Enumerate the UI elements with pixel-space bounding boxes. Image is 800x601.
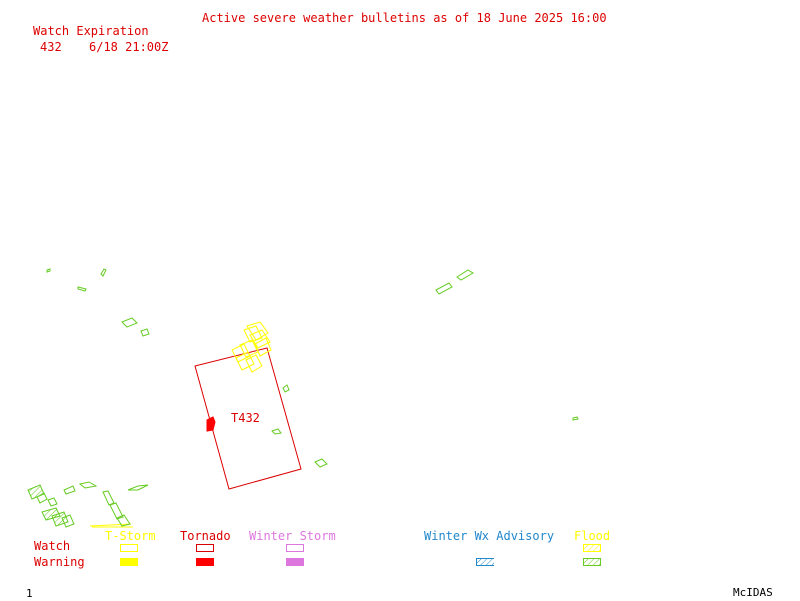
watch-expiration-time: 6/18 21:00Z [89, 40, 169, 54]
yellow-warning-cluster [89, 321, 272, 528]
tornado-warning-polygon [206, 416, 216, 432]
legend-flood-label: Flood [574, 529, 611, 543]
watch-number: 432 [40, 40, 62, 54]
legend-watch-row-label: Watch [34, 539, 71, 553]
tstorm-warning-swatch [120, 558, 138, 566]
flood-warning-polygons [27, 268, 579, 528]
tstorm-watch-swatch [120, 544, 138, 552]
frame-number: 1 [26, 587, 33, 600]
tornado-warning-swatch [196, 558, 214, 566]
watch-expiration-label: Watch Expiration [33, 24, 149, 38]
software-label: McIDAS [733, 586, 773, 599]
winter-storm-warning-swatch [286, 558, 304, 566]
bulletin-title: Active severe weather bulletins as of 18… [202, 11, 607, 25]
legend-winter-storm-label: Winter Storm [249, 529, 336, 543]
flood-warning-swatch [583, 558, 601, 566]
flood-watch-swatch [583, 544, 601, 552]
tornado-watch-swatch [196, 544, 214, 552]
legend-winter-wx-advisory-label: Winter Wx Advisory [424, 529, 555, 543]
winter-storm-watch-swatch [286, 544, 304, 552]
winter-wx-advisory-swatch [476, 558, 494, 566]
legend-tstorm-label: T-Storm [105, 529, 156, 543]
legend-warning-row-label: Warning [34, 555, 85, 569]
watch-box-label: T432 [231, 411, 260, 425]
legend-tornado-label: Tornado [180, 529, 231, 543]
